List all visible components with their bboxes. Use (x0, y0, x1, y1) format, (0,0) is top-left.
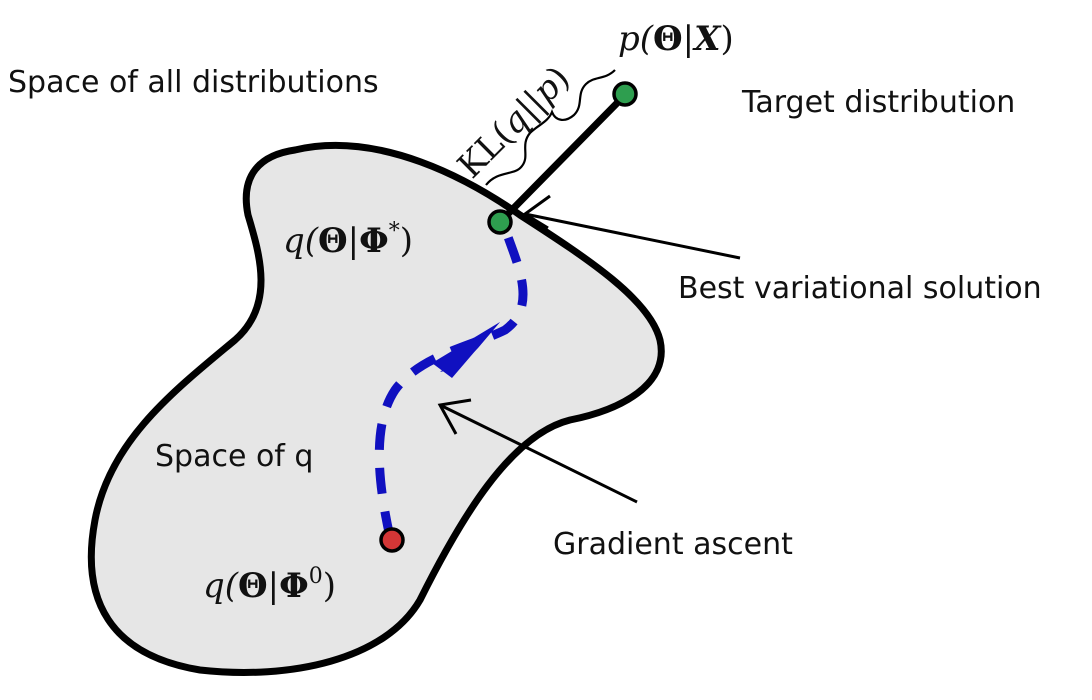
best-solution-pointer-line (524, 212, 741, 260)
q-space-region (87, 142, 665, 676)
label-space-of-all-distributions: Space of all distributions (8, 65, 379, 100)
label-space-of-q: Space of q (155, 439, 313, 474)
label-target-distribution: Target distribution (741, 85, 1015, 120)
gradient-ascent-path (374, 226, 528, 538)
gradient-pointer-line (439, 403, 638, 504)
label-gradient-ascent: Gradient ascent (553, 527, 793, 562)
best-solution-pointer-arrowhead-icon (522, 194, 551, 230)
kl-divergence-line (496, 91, 629, 226)
label-best-variational-solution: Best variational solution (678, 271, 1042, 306)
best-solution-point (487, 209, 513, 235)
kl-brace (485, 69, 616, 186)
initial-point (379, 527, 405, 553)
math-best-solution: q(Θ|Φ*) (283, 219, 413, 261)
math-target-posterior: p(Θ|X) (618, 19, 734, 59)
math-initial-solution: q(Θ|Φ0) (203, 564, 336, 606)
target-point (612, 81, 638, 107)
gradient-arrowhead-fill-icon (432, 322, 500, 378)
gradient-pointer-arrowhead-icon (437, 398, 472, 435)
